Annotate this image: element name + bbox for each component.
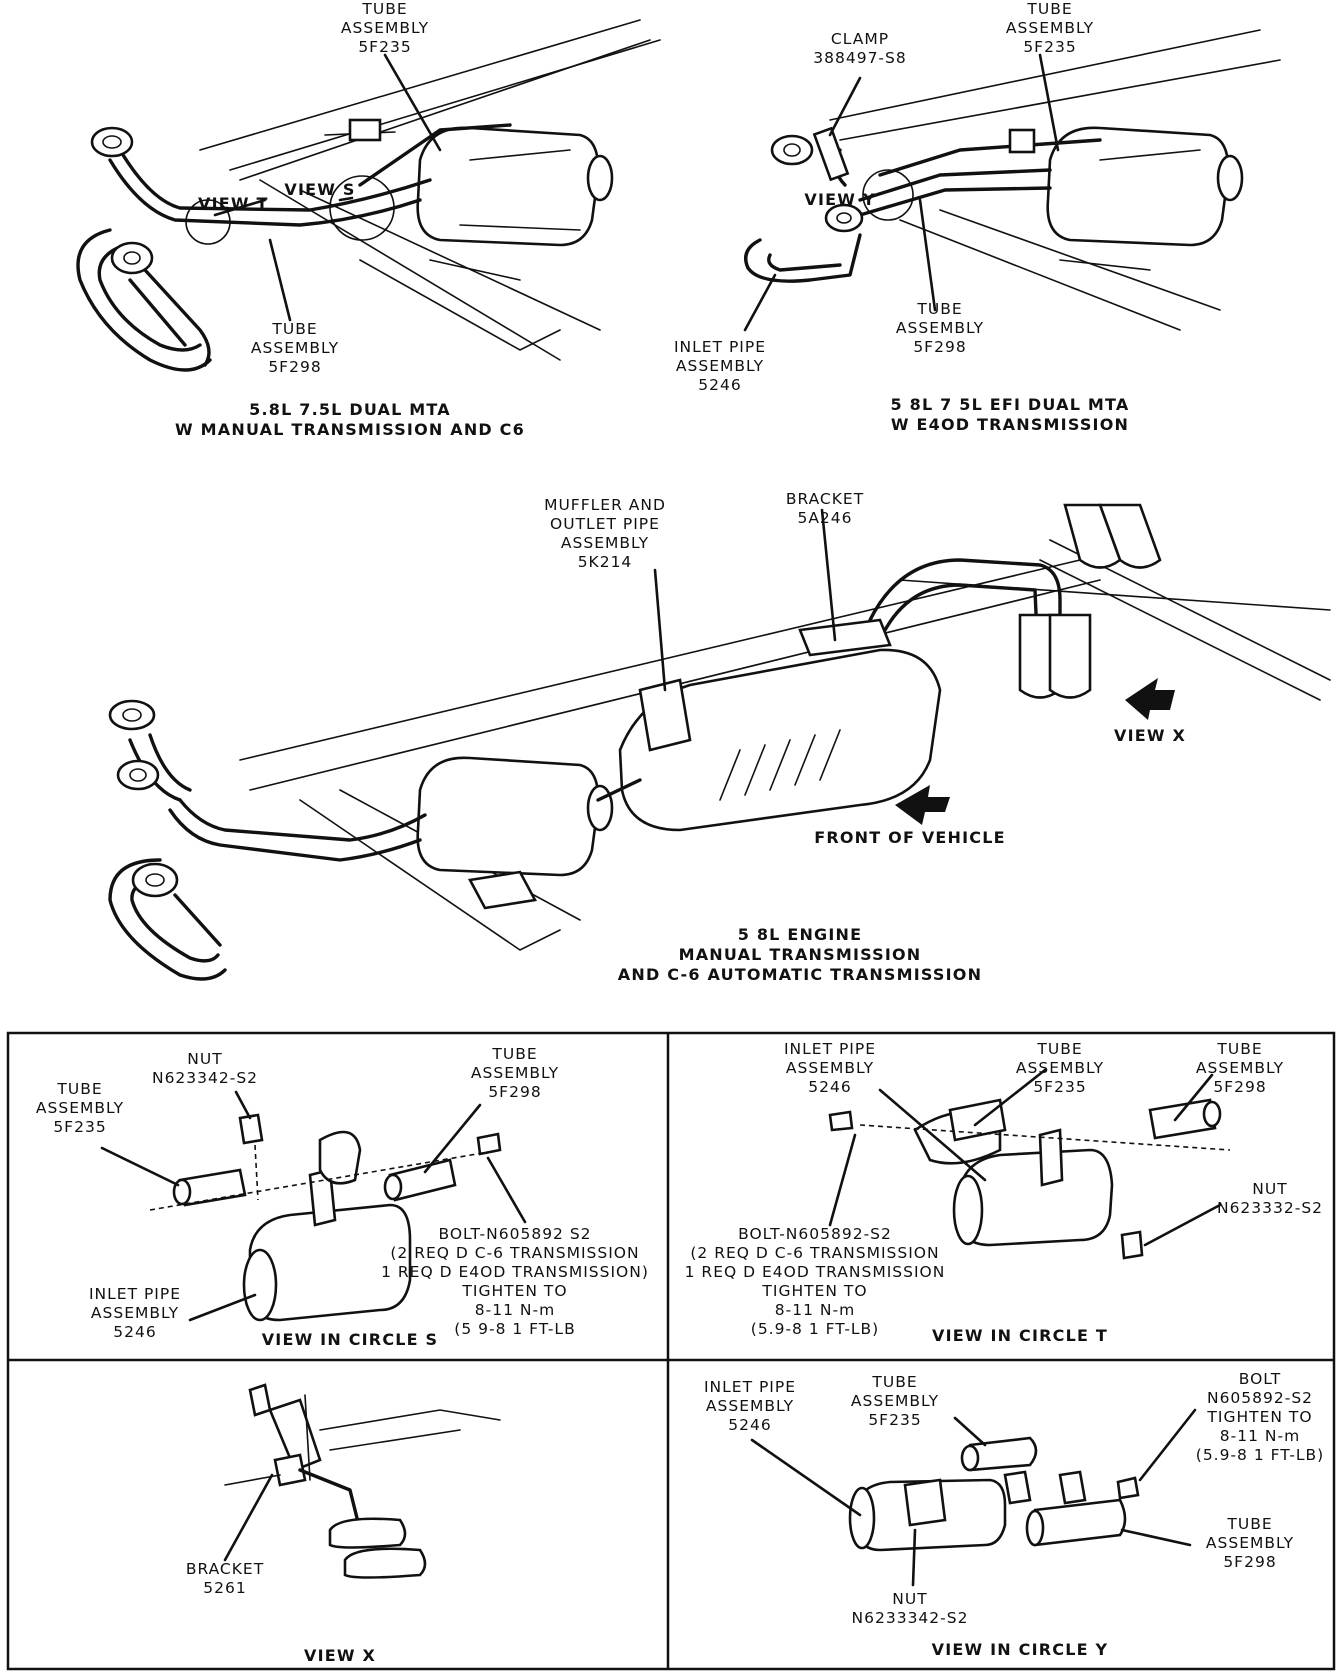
circle-s-nut-label: NUT N623342-S2 bbox=[151, 1050, 259, 1087]
view-x-bracket-label: BRACKET 5261 bbox=[185, 1560, 265, 1597]
circle-t-bolt-label: BOLT-N605892-S2 (2 REQ D C-6 TRANSMISSIO… bbox=[684, 1225, 946, 1338]
circle-s-inlet-pipe-label: INLET PIPE ASSEMBLY 5246 bbox=[88, 1285, 182, 1341]
circle-t-detail-drawing bbox=[828, 1068, 1231, 1260]
circle-s-bolt-label: BOLT-N605892 S2 (2 REQ D C-6 TRANSMISSIO… bbox=[381, 1225, 649, 1338]
top-right-caption: 5 8L 7 5L EFI DUAL MTA W E4OD TRANSMISSI… bbox=[890, 395, 1130, 434]
circle-t-nut-label: NUT N623332-S2 bbox=[1216, 1180, 1324, 1217]
circle-s-title: VIEW IN CIRCLE S bbox=[261, 1330, 439, 1349]
top-left-tube-5f235-label: TUBE ASSEMBLY 5F235 bbox=[340, 0, 430, 56]
middle-muffler-label: MUFFLER AND OUTLET PIPE ASSEMBLY 5K214 bbox=[544, 496, 666, 571]
circle-y-bolt-label: BOLT N605892-S2 TIGHTEN TO 8-11 N-m (5.9… bbox=[1195, 1370, 1325, 1464]
detail-panels-frame bbox=[6, 1031, 1336, 1671]
top-left-caption: 5.8L 7.5L DUAL MTA W MANUAL TRANSMISSION… bbox=[175, 400, 525, 439]
circle-y-inlet-pipe-label: INLET PIPE ASSEMBLY 5246 bbox=[703, 1378, 797, 1434]
middle-front-of-vehicle-label: FRONT OF VEHICLE bbox=[814, 828, 1006, 847]
view-x-detail-drawing bbox=[223, 1383, 501, 1579]
circle-s-tube-5f235-label: TUBE ASSEMBLY 5F235 bbox=[35, 1080, 125, 1136]
circle-t-tube-5f298-label: TUBE ASSEMBLY 5F298 bbox=[1195, 1040, 1285, 1096]
top-left-view-t-label: VIEW T bbox=[198, 194, 269, 213]
circle-s-detail-drawing bbox=[100, 1090, 527, 1322]
top-left-tube-5f298-label: TUBE ASSEMBLY 5F298 bbox=[250, 320, 340, 376]
top-left-exhaust-drawing bbox=[76, 19, 661, 372]
circle-t-tube-5f235-label: TUBE ASSEMBLY 5F235 bbox=[1015, 1040, 1105, 1096]
circle-y-tube-5f298-label: TUBE ASSEMBLY 5F298 bbox=[1205, 1515, 1295, 1571]
middle-caption: 5 8L ENGINE MANUAL TRANSMISSION AND C-6 … bbox=[617, 925, 983, 984]
top-left-view-s-label: VIEW S bbox=[284, 180, 356, 199]
top-right-tube-5f298-label: TUBE ASSEMBLY 5F298 bbox=[895, 300, 985, 356]
middle-exhaust-drawing bbox=[108, 503, 1331, 981]
circle-t-inlet-pipe-label: INLET PIPE ASSEMBLY 5246 bbox=[783, 1040, 877, 1096]
top-right-tube-5f235-label: TUBE ASSEMBLY 5F235 bbox=[1005, 0, 1095, 56]
top-right-view-y-label: VIEW Y bbox=[804, 190, 876, 209]
view-x-title: VIEW X bbox=[303, 1646, 377, 1665]
circle-s-tube-5f298-label: TUBE ASSEMBLY 5F298 bbox=[470, 1045, 560, 1101]
top-right-exhaust-drawing bbox=[744, 29, 1281, 331]
circle-y-detail-drawing bbox=[750, 1408, 1197, 1587]
circle-y-nut-label: NUT N6233342-S2 bbox=[851, 1590, 969, 1627]
circle-y-tube-5f235-label: TUBE ASSEMBLY 5F235 bbox=[850, 1373, 940, 1429]
circle-t-title: VIEW IN CIRCLE T bbox=[932, 1326, 1108, 1345]
circle-y-title: VIEW IN CIRCLE Y bbox=[931, 1640, 1109, 1659]
middle-bracket-label: BRACKET 5A246 bbox=[785, 490, 865, 527]
top-right-clamp-label: CLAMP 388497-S8 bbox=[813, 30, 907, 67]
middle-view-x-label: VIEW X bbox=[1113, 726, 1187, 745]
top-right-inlet-pipe-label: INLET PIPE ASSEMBLY 5246 bbox=[673, 338, 767, 394]
top-leader-lines bbox=[213, 53, 1060, 692]
